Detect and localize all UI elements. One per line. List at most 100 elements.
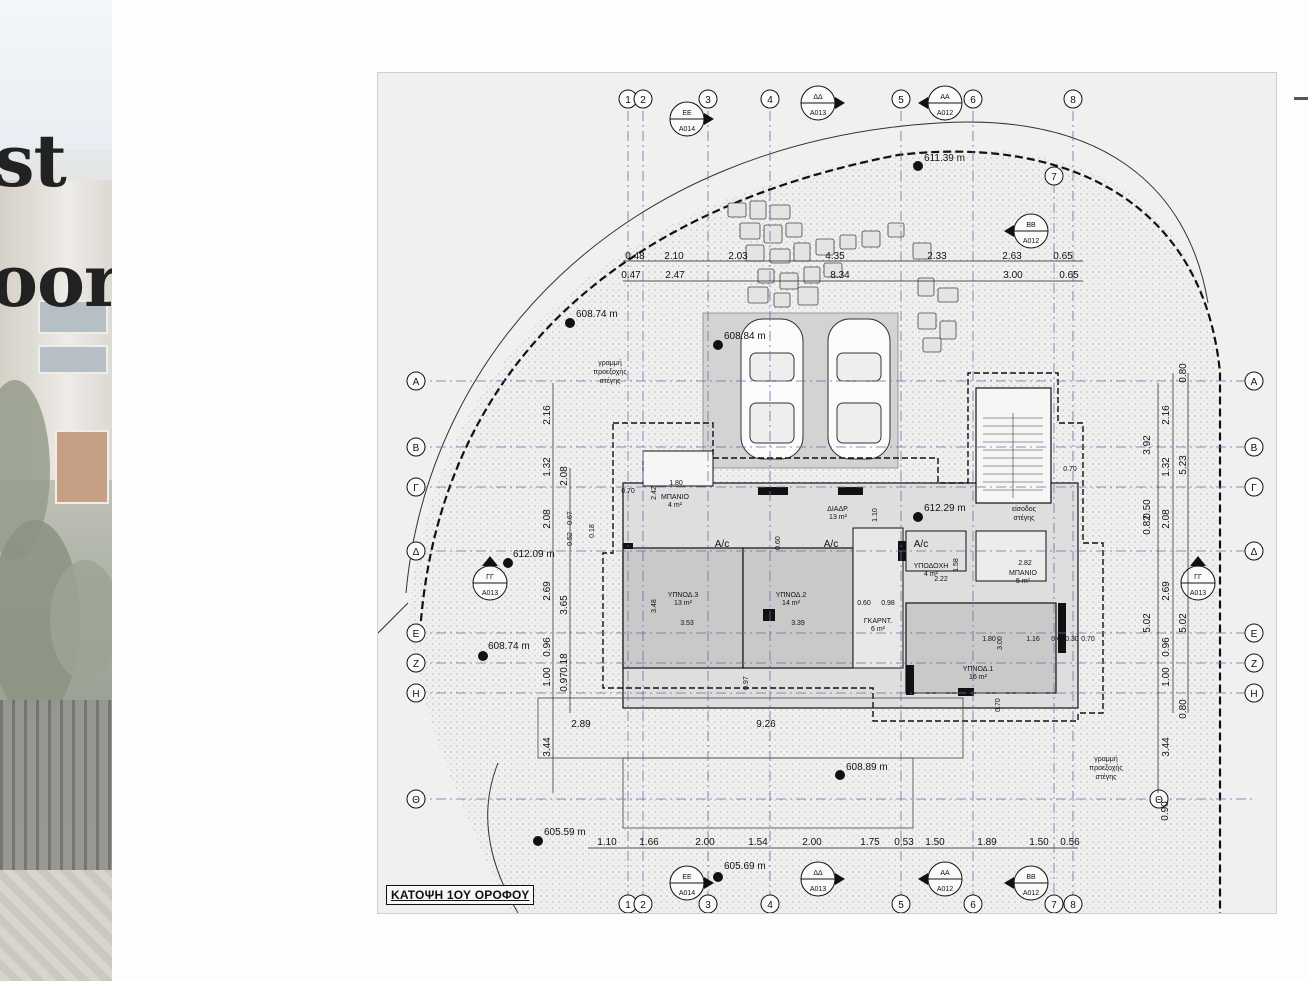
hero-title-line-1: st [0,118,67,203]
misc-dim-0-70c: 0.70 [1063,466,1077,473]
left-dim-10: 0.97 [559,672,570,692]
room-reception-name: ΥΠΟΔΟΧΗ [914,563,949,570]
misc-dim-1-58: 1.58 [953,558,960,572]
grid-row-b-left: Β [413,443,420,454]
svg-text:A013: A013 [1190,590,1206,597]
svg-text:A012: A012 [1023,890,1039,897]
top-dim-7: 0.65 [1053,251,1073,262]
room-wardrobe-name: ΓΚΑΡΝΤ. [864,618,892,625]
room-bedroom-2-area: 14 m² [782,600,801,607]
right-dim-3: 3.92 [1142,435,1153,455]
ac-label-2: A/c [824,539,838,550]
section-marker-aa-bottom: ΑΑ A012 [918,861,963,897]
roof-line-left-2: προεξοχής [593,369,627,376]
misc-dim-0-70b: 0.70 [1081,636,1095,643]
grid-row-e-right: Ε [1251,629,1258,640]
level-605-69: 605.69 m [724,861,766,872]
svg-text:ΕΕ: ΕΕ [682,110,692,117]
grid-row-th-left: Θ [412,795,420,806]
left-dim-6: 3.65 [559,595,570,615]
misc-dim-0-97: 0.97 [743,676,750,690]
misc-dim-2-42: 2.42 [651,486,658,500]
grid-row-a-right: Α [1251,377,1258,388]
section-marker-dd-bottom: ΔΔ A013 [800,861,845,897]
svg-text:ΕΕ: ΕΕ [682,874,692,881]
svg-text:ΓΓ: ΓΓ [486,574,494,581]
room-bedroom-3-name: ΥΠΝΟΔ.3 [668,592,699,599]
grid-top-4: 4 [767,95,773,106]
top-dim2-4: 3.00 [1003,270,1023,281]
grid-row-th-right: Θ [1155,795,1163,806]
grid-bottom-6: 6 [970,900,976,911]
misc-dim-1-80a: 1.80 [982,636,996,643]
grid-bottom-1: 1 [625,900,631,911]
level-612-29: 612.29 m [924,503,966,514]
misc-dim-1-10: 1.10 [872,508,879,522]
section-marker-aa-top: ΑΑ A012 [918,85,963,121]
left-dim-8: 1.00 [542,667,553,687]
section-marker-dd-top: ΔΔ A013 [800,85,845,121]
bottom-dim-7: 0.53 [894,837,914,848]
top-dim2-3: 8.34 [830,270,850,281]
grid-top-3: 3 [705,95,711,106]
grid-lines [416,111,1253,903]
roof-line-left-1: γραμμή [598,360,622,367]
grid-top-8: 8 [1070,95,1076,106]
svg-text:ΒΒ: ΒΒ [1026,874,1036,881]
room-bedroom-1-name: ΥΠΝΟΔ.1 [963,666,994,673]
misc-dim-0-52: 0.52 [567,532,574,546]
grid-row-z-left: Ζ [413,659,419,670]
roof-line-right-3: στέγης [1096,773,1118,781]
svg-text:ΒΒ: ΒΒ [1026,222,1036,229]
bottom-dim-5: 2.00 [802,837,822,848]
misc-dim-1-16: 1.16 [1026,636,1040,643]
floor-plan-drawing: 1 2 3 4 5 6 8 7 1 2 3 4 5 6 7 8 [377,72,1277,914]
misc-dim-0-70d: 0.70 [995,698,1002,712]
misc-dim-3-00: 3.00 [997,636,1004,650]
level-608-74-a: 608.74 m [576,309,618,320]
bottom-dim-4: 1.54 [748,837,768,848]
right-dim-6: 0.82 [1142,515,1153,535]
misc-dim-9-26: 9.26 [756,719,776,730]
right-dim-11: 5.02 [1178,613,1189,633]
grid-row-g-left: Γ [413,483,419,494]
misc-dim-3-53: 3.53 [680,620,694,627]
svg-text:A013: A013 [482,590,498,597]
svg-text:ΑΑ: ΑΑ [940,94,950,101]
room-wardrobe-area: 6 m² [871,626,886,633]
entrance-label-2: στέγης [1014,514,1036,522]
bottom-dim-8: 1.50 [925,837,945,848]
svg-text:A014: A014 [679,890,695,897]
bottom-dim-3: 2.00 [695,837,715,848]
bottom-dim-2: 1.66 [639,837,659,848]
section-marker-gg-right: ΓΓ A013 [1180,556,1216,601]
paving-stones [727,200,959,353]
car-left [740,318,804,460]
left-dim-11: 3.44 [542,737,553,757]
top-dim-1: 0.48 [625,251,645,262]
right-dim-1: 0.80 [1178,363,1189,383]
bottom-dim-1: 1.10 [597,837,617,848]
misc-dim-2-22: 2.22 [934,576,948,583]
top-dim2-5: 0.65 [1059,270,1079,281]
right-dim-8: 2.08 [1161,509,1172,529]
misc-dim-1-80b: 1.80 [669,480,683,487]
right-dim-16: 0.90 [1160,801,1171,821]
site-boundary-line [418,150,1222,913]
roof-line-left-3: στέγης [600,377,622,385]
room-bedroom-1-area: 16 m² [969,674,988,681]
left-dim-4: 2.08 [542,509,553,529]
roof-line-right-1: γραμμή [1094,756,1118,763]
bottom-dim-11: 0.56 [1060,837,1080,848]
plan-title: ΚΑΤΟΨΗ 1ΟΥ ΟΡΟΦΟΥ [386,885,535,905]
level-612-09: 612.09 m [513,549,555,560]
car-right [827,318,891,460]
bottom-dim-10: 1.50 [1029,837,1049,848]
right-dim-10: 5.02 [1142,613,1153,633]
right-dim-5: 5.23 [1178,455,1189,475]
right-dim-12: 0.96 [1161,637,1172,657]
level-markers [478,161,923,882]
right-dim-7: 0.50 [1142,499,1153,519]
grid-row-g-right: Γ [1251,483,1257,494]
top-dim2-1: 0.47 [621,270,641,281]
